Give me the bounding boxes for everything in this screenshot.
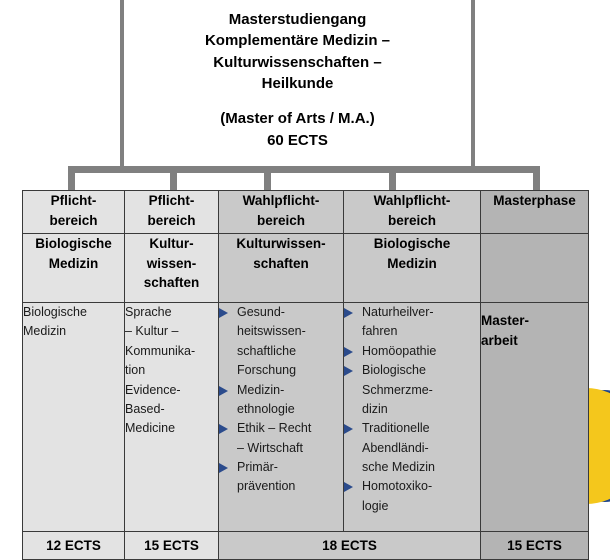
list-item: Primär- prävention (219, 458, 343, 497)
module-content-1: Biologische Medizin (22, 302, 125, 532)
column-subject-5 (480, 233, 589, 303)
triangle-bullet-icon (344, 346, 353, 357)
triangle-bullet-icon (344, 308, 353, 318)
programme-structure-table: Pflicht- bereich Pflicht- bereich Wahlpf… (22, 190, 589, 560)
module-list-4: Naturheilver- fahren Homöopathie Biologi… (344, 303, 480, 516)
ects-value-2: 15 ECTS (124, 531, 219, 560)
list-item-label: Traditionelle Abendländi- sche Medizin (362, 421, 435, 474)
table-row-area-headers: Pflicht- bereich Pflicht- bereich Wahlpf… (22, 190, 589, 234)
module-list-3: Gesund- heitswissen- schaftliche Forschu… (219, 303, 343, 497)
column-header-area-1: Pflicht- bereich (22, 190, 125, 234)
list-item: Homotoxiko- logie (344, 477, 480, 516)
module-content-3: Gesund- heitswissen- schaftliche Forschu… (218, 302, 344, 532)
column-header-area-3: Wahlpflicht- bereich (218, 190, 344, 234)
list-item: Naturheilver- fahren (344, 303, 480, 342)
list-item: Traditionelle Abendländi- sche Medizin (344, 419, 480, 477)
module-content-5: Master- arbeit (480, 302, 589, 532)
list-item-label: Gesund- heitswissen- schaftliche Forschu… (237, 305, 306, 378)
list-item-label: Biologische Schmerzme- dizin (362, 363, 433, 416)
list-item: Biologische Schmerzme- dizin (344, 361, 480, 419)
connector-drop-3 (264, 166, 271, 192)
list-item: Medizin- ethnologie (219, 381, 343, 420)
list-item-label: Homotoxiko- logie (362, 479, 433, 513)
column-subject-1: Biologische Medizin (22, 233, 125, 303)
triangle-bullet-icon (344, 482, 353, 493)
triangle-bullet-icon (219, 424, 228, 435)
triangle-bullet-icon (344, 366, 353, 377)
list-item-label: Ethik – Recht – Wirtschaft (237, 421, 312, 455)
triangle-bullet-icon (219, 463, 228, 473)
connector-drop-1 (68, 166, 75, 192)
title-line-3: Kulturwissenschaften – (213, 53, 382, 71)
title-credits: 60 ECTS (267, 131, 328, 149)
table-row-subject-headers: Biologische Medizin Kultur- wissen- scha… (22, 233, 589, 303)
list-item: Gesund- heitswissen- schaftliche Forschu… (219, 303, 343, 381)
ects-value-1: 12 ECTS (22, 531, 125, 560)
column-subject-3: Kulturwissen- schaften (218, 233, 344, 303)
module-content-2: Sprache – Kultur – Kommunika- tion Evide… (124, 302, 219, 532)
ects-value-5: 15 ECTS (480, 531, 589, 560)
list-item-label: Medizin- ethnologie (237, 382, 295, 416)
triangle-bullet-icon (344, 424, 353, 435)
column-header-area-4: Wahlpflicht- bereich (343, 190, 481, 234)
list-item-label: Naturheilver- fahren (362, 305, 434, 339)
column-subject-2: Kultur- wissen- schaften (124, 233, 219, 303)
connector-drop-4 (389, 166, 396, 192)
list-item: Ethik – Recht – Wirtschaft (219, 419, 343, 458)
title-line-2: Komplementäre Medizin – (204, 32, 391, 50)
column-header-area-5: Masterphase (480, 190, 589, 234)
list-item-label: Primär- prävention (237, 460, 296, 494)
triangle-bullet-icon (219, 385, 228, 396)
table-row-module-content: Biologische Medizin Sprache – Kultur – K… (22, 302, 589, 532)
title-degree: (Master of Arts / M.A.) (220, 110, 375, 128)
list-item: Homöopathie (344, 342, 480, 361)
column-subject-4: Biologische Medizin (343, 233, 481, 303)
list-item-label: Homöopathie (362, 343, 437, 358)
connector-drop-2 (170, 166, 177, 192)
programme-title-text: Masterstudiengang Komplementäre Medizin … (205, 9, 390, 157)
table-row-ects: 12 ECTS 15 ECTS 18 ECTS 15 ECTS (22, 531, 589, 560)
connector-drop-5 (533, 166, 540, 192)
title-line-1: Masterstudiengang (228, 11, 367, 29)
title-spacer (205, 94, 390, 108)
programme-title-box: Masterstudiengang Komplementäre Medizin … (120, 0, 475, 170)
ects-value-3: 18 ECTS (218, 531, 481, 560)
title-line-4: Heilkunde (261, 75, 334, 92)
triangle-bullet-icon (219, 308, 228, 318)
module-content-4: Naturheilver- fahren Homöopathie Biologi… (343, 302, 481, 532)
column-header-area-2: Pflicht- bereich (124, 190, 219, 234)
